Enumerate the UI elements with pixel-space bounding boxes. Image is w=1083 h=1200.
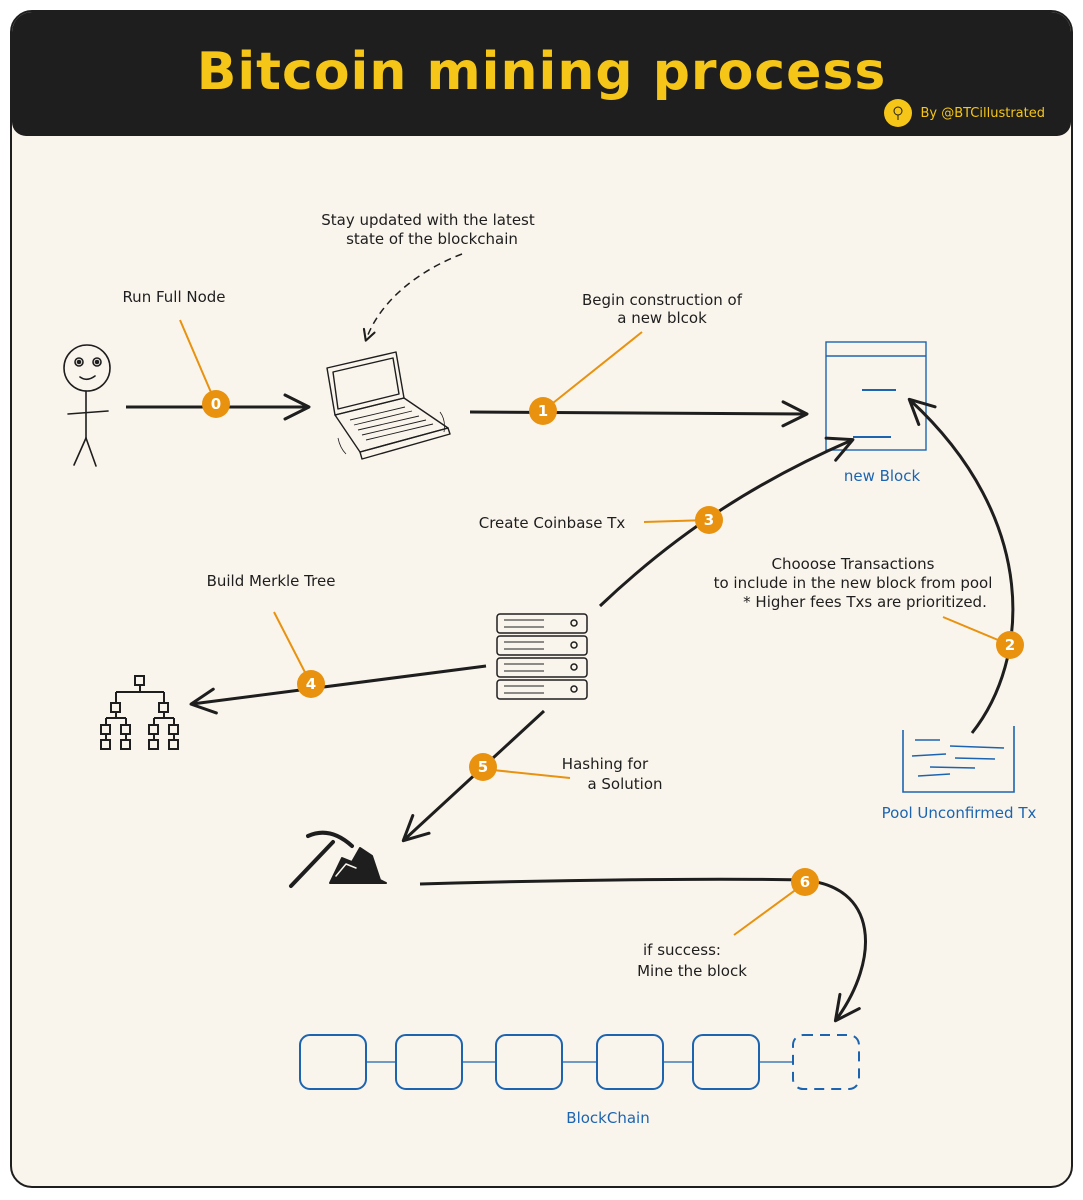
pool-icon (902, 726, 1015, 793)
step-number: 0 (211, 395, 221, 413)
step-badge-1: 1 (529, 397, 557, 425)
label-pool: Pool Unconfirmed Tx (882, 804, 1037, 822)
pickaxe-icon (289, 830, 387, 888)
laptop-icon (326, 351, 451, 460)
server-icon (496, 613, 588, 700)
step-badge-3: 3 (695, 506, 723, 534)
step-badge-2: 2 (996, 631, 1024, 659)
arrow-step-3 (598, 436, 855, 608)
label-stay-updated-line1: Stay updated with the latest (321, 211, 535, 229)
step-number: 4 (306, 675, 316, 693)
stick-figure-icon (63, 344, 111, 467)
arrow-step-2 (907, 397, 1015, 734)
label-hashing-line1: Hashing for (562, 755, 649, 773)
diagram-frame: Bitcoin mining process By @BTCillustrate… (10, 10, 1073, 1188)
step-badge-6: 6 (791, 868, 819, 896)
label-begin-construction-line1: Begin construction of (582, 291, 743, 309)
step-badge-0: 0 (202, 390, 230, 418)
label-stay-updated-line2: state of the blockchain (346, 230, 518, 248)
label-choose-tx-line3: * Higher fees Txs are prioritized. (743, 593, 987, 611)
arrow-step-1 (469, 400, 809, 428)
header-banner: Bitcoin mining process By @BTCillustrate… (12, 12, 1071, 136)
author-avatar-icon (884, 99, 913, 127)
credit-text: By @BTCillustrated (920, 105, 1045, 121)
step-number: 1 (538, 402, 548, 420)
step-number: 5 (478, 758, 488, 776)
label-success-line2: Mine the block (637, 962, 747, 980)
update-arrow (362, 253, 463, 342)
label-success-line1: if success: (643, 941, 721, 959)
label-create-coinbase: Create Coinbase Tx (479, 514, 626, 532)
label-begin-construction-line2: a new blcok (617, 309, 707, 327)
label-run-full-node: Run Full Node (122, 288, 225, 306)
arrow-step-4 (189, 664, 487, 715)
blockchain (299, 1034, 860, 1090)
label-choose-tx-line1: Chooose Transactions (772, 555, 935, 573)
step-number: 6 (800, 873, 810, 891)
step-number: 3 (704, 511, 714, 529)
label-blockchain: BlockChain (566, 1109, 649, 1127)
arrow-step-6 (419, 877, 867, 1023)
step-badge-5: 5 (469, 753, 497, 781)
leader-lines (179, 319, 1011, 936)
label-build-merkle: Build Merkle Tree (207, 572, 336, 590)
credit: By @BTCillustrated (884, 99, 1045, 127)
label-choose-tx-line2: to include in the new block from pool (714, 574, 993, 592)
label-new-block: new Block (844, 467, 921, 485)
label-hashing-line2: a Solution (587, 775, 662, 793)
block-icon (825, 341, 927, 451)
step-number: 2 (1005, 636, 1015, 654)
merkle-tree-icon (100, 675, 179, 750)
step-badge-4: 4 (297, 670, 325, 698)
page-title: Bitcoin mining process (196, 42, 887, 102)
